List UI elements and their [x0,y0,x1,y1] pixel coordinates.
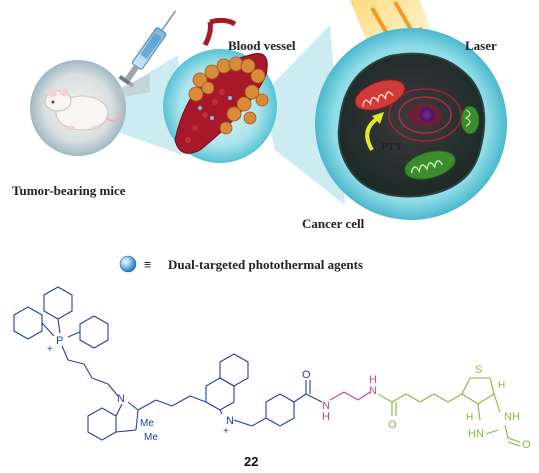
atom-p: P [56,335,63,347]
legend-text: Dual-targeted photothermal agents [168,257,363,272]
structure-22: P + N Me Me N + [13,286,531,451]
agent-ball-icon [119,255,137,273]
mitochondrion-red [354,79,406,111]
biotin [377,377,521,447]
atom-me-2: Me [144,432,158,443]
atom-n-plus: + [223,426,229,437]
agent-dots [198,96,232,120]
ptt-arrow [365,116,380,152]
triphenylphosphonium [13,286,119,397]
compound-number: 22 [244,454,258,469]
blood-cells [185,89,225,143]
atom-p-plus: + [47,344,53,355]
label-tumor-bearing-mice: Tumor-bearing mice [12,183,126,198]
zoom-connector-1 [112,55,182,155]
mice-panel [30,60,126,156]
atom-n-quinolinium: N [226,415,234,427]
atom-n-linker-2: N [369,385,377,397]
mitochondrion-green [404,105,480,180]
atom-h-linker-1: H [322,411,330,423]
atom-o-3: O [522,439,531,451]
label-cancer-cell: Cancer cell [302,216,365,231]
atom-o-2: O [388,419,397,431]
atom-h-biotin-1: H [498,380,505,391]
atom-o-1: O [302,369,311,381]
atom-n-linker-1: N [322,400,330,412]
atom-me-1: Me [140,418,154,429]
atom-hn: HN [468,428,484,440]
injection-shadow [115,74,150,98]
atom-h-biotin-2: H [466,412,473,423]
nucleus [388,88,462,142]
legend-equiv: ≡ [144,257,151,272]
ethylenediamine-linker [329,391,371,401]
atom-nh: NH [504,411,520,423]
cancer-cell-panel [315,28,507,220]
label-laser: Laser [465,38,497,53]
cyanine-dye [87,353,249,441]
tumor-cells [188,56,269,135]
vessel-panel [163,17,277,163]
atom-h-linker-2: H [369,374,377,386]
label-blood-vessel: Blood vessel [228,38,296,53]
atom-n-indole: N [117,393,125,405]
benzyl-linker [233,380,323,427]
label-ptt: PTT [381,141,403,153]
atom-s: S [475,364,482,376]
